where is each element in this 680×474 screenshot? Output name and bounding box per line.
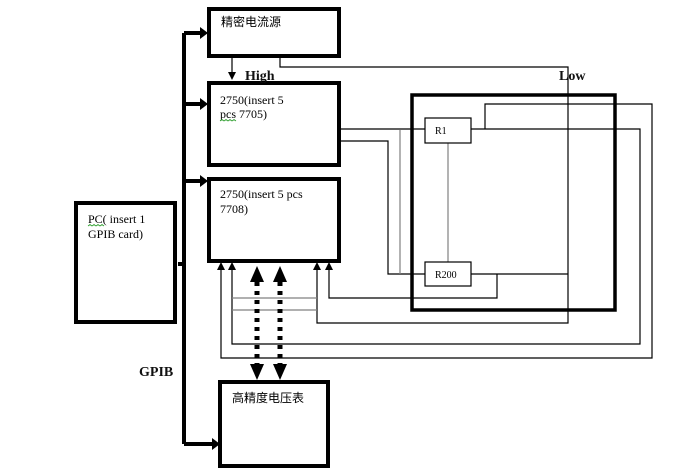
r1-label: R1	[435, 126, 447, 137]
unit-7708-label-1: 2750(insert 5 pcs	[220, 187, 303, 201]
arrow-to-7708	[200, 175, 208, 187]
gpib-bus	[178, 27, 220, 450]
wire-r200-bottom	[328, 270, 498, 299]
unit-7705-box	[207, 81, 341, 167]
wire-r1-right	[231, 128, 641, 345]
r200-label: R200	[435, 270, 457, 281]
pc-box	[74, 201, 177, 324]
spellcheck-squiggle-pc	[87, 224, 105, 227]
spellcheck-squiggle	[219, 119, 237, 122]
wire-low-to-7708	[316, 270, 500, 324]
low-label: Low	[559, 69, 586, 84]
high-label: High	[245, 69, 275, 84]
arrow-in-4	[325, 262, 333, 270]
wire-r1-top	[220, 103, 653, 359]
current-source-box	[207, 7, 341, 58]
high-connection	[228, 57, 236, 80]
arrow-in-3	[313, 262, 321, 270]
current-source-label: 精密电流源	[221, 14, 281, 29]
unit-7705-label-2: pcs 7705)	[220, 107, 267, 121]
pc-label-2: GPIB card)	[88, 227, 143, 241]
arrow-to-7705	[200, 98, 208, 110]
dotted-link-2	[273, 266, 287, 380]
dotted-link-1	[250, 266, 264, 380]
arrow-to-current-source	[200, 27, 208, 39]
resistor-r1	[424, 117, 472, 144]
gpib-label: GPIB	[139, 365, 173, 380]
voltmeter-label: 高精度电压表	[232, 390, 304, 405]
voltmeter-box	[218, 380, 330, 468]
wire-7705-r200	[340, 140, 425, 275]
low-lead-wire	[279, 58, 569, 324]
arrow-in-2	[228, 262, 236, 270]
unit-7708-label-2: 7708)	[220, 202, 248, 216]
arrow-in-1	[217, 262, 225, 270]
unit-7708-box	[207, 177, 341, 263]
unit-7705-label-1: 2750(insert 5	[220, 93, 284, 107]
pc-label-1: PC( insert 1	[88, 212, 145, 226]
resistor-r200	[424, 261, 472, 287]
resistor-array-box	[410, 93, 617, 312]
arrow-to-voltmeter	[212, 438, 220, 450]
